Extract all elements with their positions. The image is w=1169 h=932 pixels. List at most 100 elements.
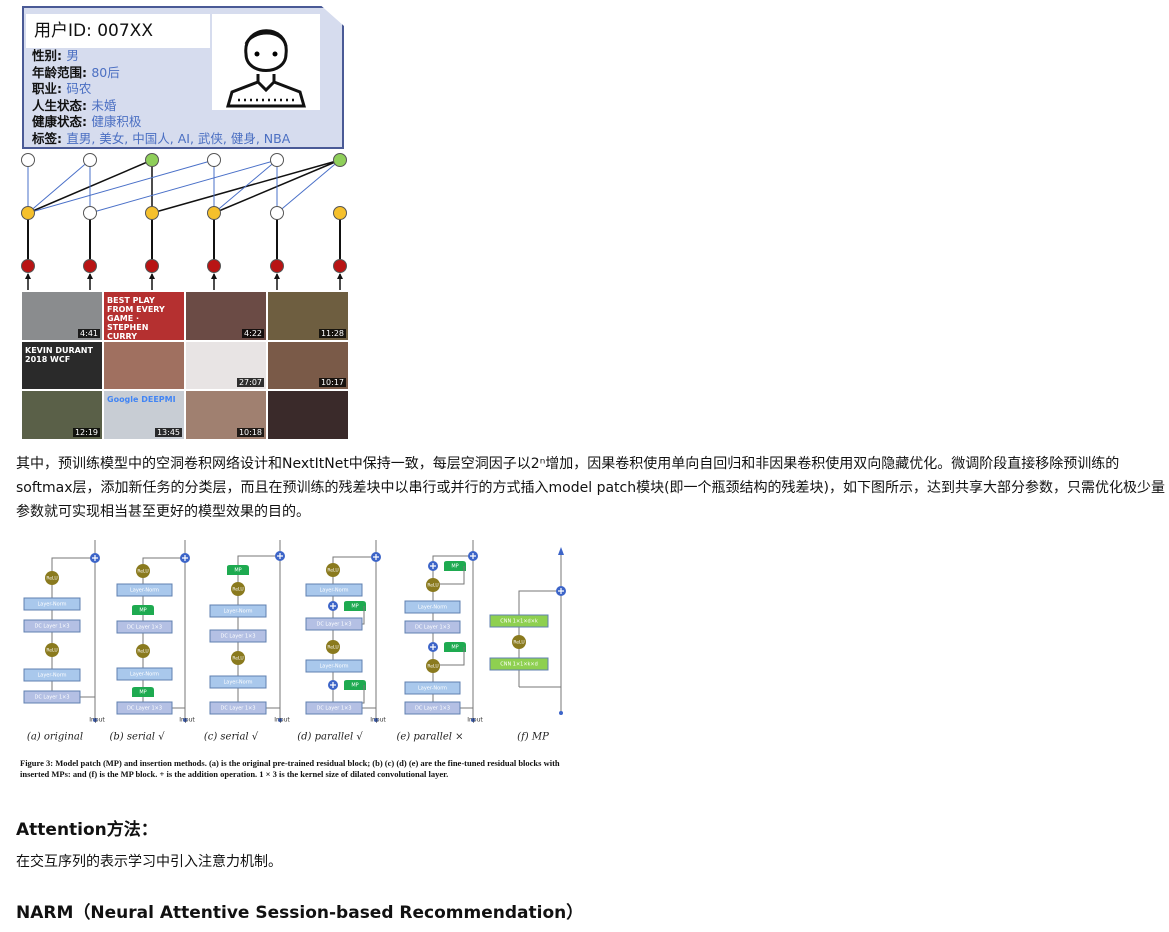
user-attribute: 年龄范围: 80后 bbox=[32, 65, 120, 82]
input-dot bbox=[93, 718, 97, 722]
attribute-key: 健康状态: bbox=[32, 114, 92, 129]
edge-blue bbox=[27, 159, 341, 214]
input-dot bbox=[471, 718, 475, 722]
input-label: Input bbox=[370, 717, 386, 724]
video-thumbnail[interactable] bbox=[104, 341, 184, 390]
ln-block bbox=[209, 675, 267, 689]
thumbnail-text: Google DEEPMI bbox=[107, 395, 176, 405]
user-id-title: 用户ID: 007XX bbox=[26, 14, 210, 48]
relu-label: ReLU bbox=[327, 568, 338, 574]
middle-node bbox=[21, 206, 35, 220]
plus-sign bbox=[330, 682, 336, 688]
input-label: Input bbox=[179, 717, 195, 724]
attention-text: 在交互序列的表示学习中引入注意力机制。 bbox=[16, 854, 282, 870]
thumbnail-text: KEVIN DURANT 2018 WCF bbox=[25, 345, 93, 364]
dc-label: DC Layer 1×3 bbox=[127, 625, 162, 631]
video-duration: 12:19 bbox=[72, 428, 100, 437]
ln-block bbox=[305, 659, 363, 673]
top-node bbox=[333, 153, 347, 167]
attribute-value: 码农 bbox=[66, 81, 92, 96]
plus-sign bbox=[330, 603, 336, 609]
video-thumbnail[interactable]: Google DEEPMI 13:45 bbox=[104, 391, 184, 439]
relu-node bbox=[326, 563, 340, 577]
panel-caption: (d) parallel √ bbox=[297, 732, 363, 743]
ln-block bbox=[404, 681, 461, 695]
relu-node bbox=[426, 659, 440, 673]
relu-node bbox=[45, 571, 59, 585]
video-thumbnail[interactable]: 12:19 bbox=[22, 391, 102, 439]
ln-label: Layer-Norm bbox=[37, 602, 66, 608]
bottom-node bbox=[21, 259, 35, 273]
cnn1-block bbox=[489, 614, 549, 628]
dc-block bbox=[209, 701, 267, 715]
video-thumbnail[interactable] bbox=[268, 391, 348, 439]
ln-label: Layer-Norm bbox=[418, 605, 447, 611]
relu-node bbox=[45, 643, 59, 657]
ln-label: Layer-Norm bbox=[130, 588, 159, 594]
top-node bbox=[145, 153, 159, 167]
plus-sign bbox=[277, 553, 283, 559]
thumbnail-text: BEST PLAY FROM EVERY GAME · STEPHEN CURR… bbox=[107, 296, 165, 340]
video-thumbnail[interactable]: 4:41 bbox=[22, 292, 102, 340]
arrow-head-icon bbox=[337, 273, 343, 279]
video-thumbnail[interactable]: BEST PLAY FROM EVERY GAME · STEPHEN CURR… bbox=[104, 292, 184, 340]
dc-block bbox=[23, 619, 81, 633]
relu-label: ReLU bbox=[327, 645, 338, 651]
ln-block bbox=[404, 600, 461, 614]
mp-label: MP bbox=[351, 604, 358, 610]
connector-line bbox=[332, 556, 376, 708]
user-attribute: 人生状态: 未婚 bbox=[32, 98, 116, 115]
video-thumbnail[interactable]: 10:17 bbox=[268, 341, 348, 390]
body-paragraph: 其中，预训练模型中的空洞卷积网络设计和NextItNet中保持一致，每层空洞因子… bbox=[16, 456, 1166, 520]
arrow-head-icon bbox=[211, 273, 217, 279]
ln-block bbox=[305, 583, 363, 597]
relu-node bbox=[136, 644, 150, 658]
video-duration: 10:17 bbox=[318, 378, 346, 388]
mp-label: MP bbox=[451, 645, 458, 651]
panel-caption: (b) serial √ bbox=[109, 732, 165, 743]
relu-label: ReLU bbox=[427, 664, 438, 670]
dc-block bbox=[209, 629, 267, 643]
dc-block bbox=[305, 617, 363, 631]
arrow-head-icon bbox=[274, 273, 280, 279]
arrow-head-icon bbox=[87, 273, 93, 279]
relu-label: ReLU bbox=[232, 587, 243, 593]
mp-block bbox=[132, 687, 154, 697]
relu-label: ReLU bbox=[513, 640, 524, 646]
dc-block bbox=[404, 701, 461, 715]
dc-label: DC Layer 1×3 bbox=[34, 695, 69, 701]
attribute-key: 性别: bbox=[32, 48, 67, 63]
relu-label: ReLU bbox=[46, 576, 57, 582]
video-thumbnail[interactable]: 10:18 bbox=[186, 391, 266, 439]
top-node bbox=[21, 153, 35, 167]
ln-block bbox=[116, 583, 173, 597]
user-attribute: 标签: 直男, 美女, 中国人, AI, 武侠, 健身, NBA bbox=[32, 131, 290, 148]
attribute-key: 职业: bbox=[32, 81, 67, 96]
plus-sign bbox=[182, 555, 188, 561]
attribute-key: 人生状态: bbox=[32, 97, 92, 113]
video-duration: 4:22 bbox=[242, 328, 264, 338]
mp-label: MP bbox=[139, 608, 146, 614]
mp-label: MP bbox=[451, 564, 458, 570]
video-duration: 11:28 bbox=[318, 328, 346, 338]
top-node bbox=[83, 153, 97, 167]
mp-block bbox=[444, 561, 466, 571]
panel-caption: (f) MP bbox=[517, 732, 549, 743]
ln-label: Layer-Norm bbox=[319, 664, 348, 670]
ln-label: Layer-Norm bbox=[223, 680, 252, 686]
relu-node bbox=[231, 582, 245, 596]
relu-label: ReLU bbox=[137, 649, 148, 655]
mp-block bbox=[444, 642, 466, 652]
video-thumbnail[interactable]: 11:28 bbox=[268, 292, 348, 340]
video-thumbnail[interactable]: KEVIN DURANT 2018 WCF bbox=[22, 341, 102, 390]
dc-label: DC Layer 1×3 bbox=[220, 634, 255, 640]
video-duration: 13:45 bbox=[154, 428, 182, 437]
video-duration: 10:18 bbox=[236, 428, 264, 437]
video-thumbnail[interactable]: 4:22 bbox=[186, 292, 266, 340]
dc-block bbox=[305, 701, 363, 715]
mp-block bbox=[344, 680, 366, 690]
video-thumbnail[interactable]: 27:07 bbox=[186, 341, 266, 390]
relu-node bbox=[326, 640, 340, 654]
user-profile-card: 用户ID: 007XX 性别: 男年龄范围: 80后职业: 码农人生状态: 未婚… bbox=[22, 6, 344, 149]
